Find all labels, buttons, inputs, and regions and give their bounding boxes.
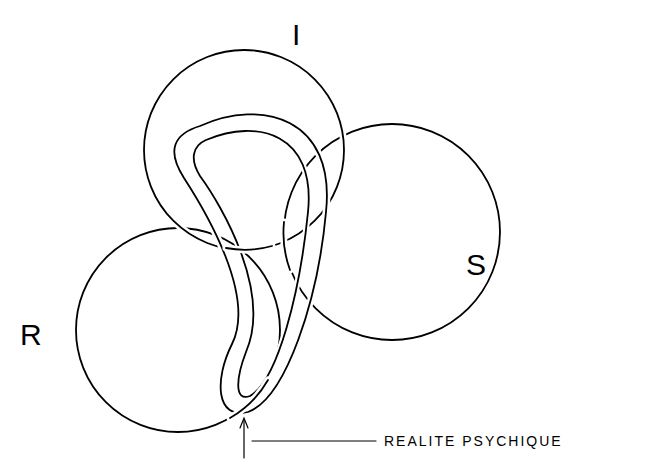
callout-label: REALITE PSYCHIQUE [384, 434, 563, 448]
ring-letter: R [20, 320, 42, 350]
ring-letter: S [466, 250, 486, 280]
ring-letter: I [292, 20, 300, 50]
